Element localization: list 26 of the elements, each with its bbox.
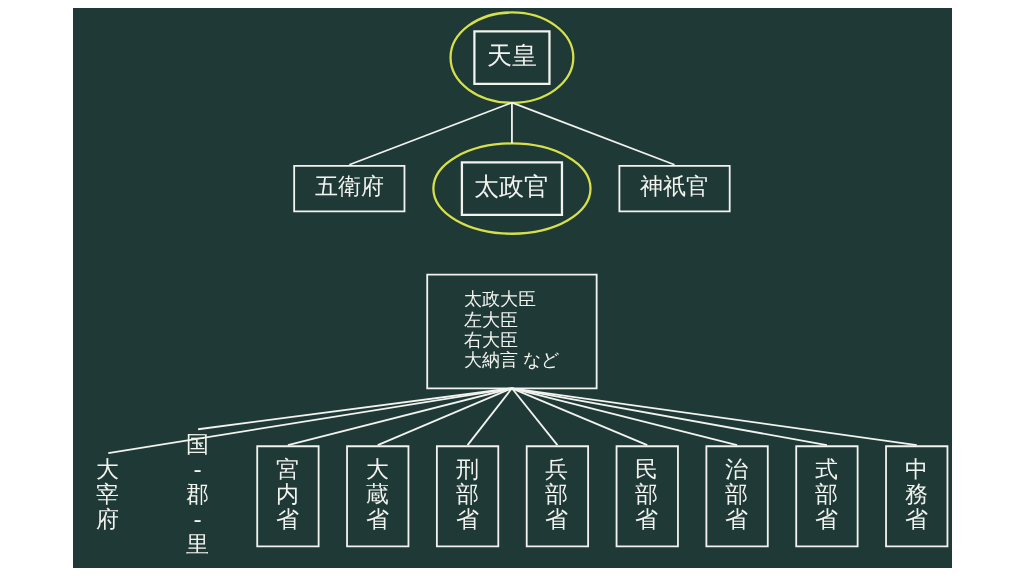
connector <box>286 387 513 447</box>
node-box: 兵部省 <box>525 445 589 548</box>
node-box: 太政大臣 左大臣 右大臣 大納言 など <box>425 273 598 390</box>
connector <box>510 387 648 447</box>
connector <box>510 101 513 145</box>
connector <box>376 387 513 447</box>
connector <box>347 101 513 166</box>
connector <box>510 387 828 447</box>
connector <box>510 101 675 166</box>
connector <box>510 387 558 447</box>
node-box: 中務省 <box>884 445 948 548</box>
node-box: 宮内省 <box>255 445 320 548</box>
node-ellipse: 天皇 <box>448 11 574 104</box>
node-box: 大蔵省 <box>345 445 409 548</box>
connector <box>466 387 513 447</box>
node-box: 民部省 <box>615 445 679 548</box>
node-box: 刑部省 <box>435 445 499 548</box>
connector <box>510 387 918 447</box>
connector <box>510 387 738 447</box>
node-ellipse: 太政官 <box>431 142 592 235</box>
node-box: 五衛府 <box>292 164 405 213</box>
node-box: 式部省 <box>794 445 859 548</box>
node-box: 神祇官 <box>618 164 731 213</box>
connector <box>106 387 513 455</box>
node-text: 大宰府 <box>95 455 119 533</box>
node-box: 治部省 <box>704 445 769 548</box>
